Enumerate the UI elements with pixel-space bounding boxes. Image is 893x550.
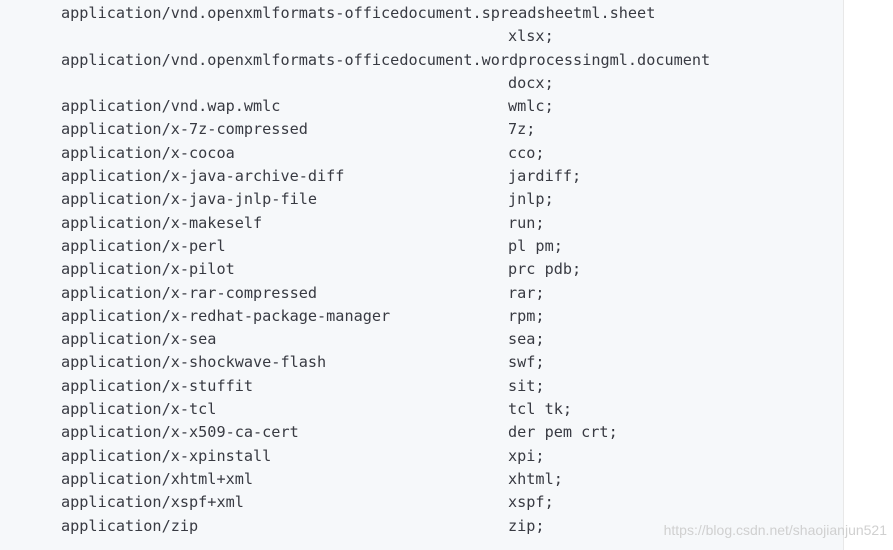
file-extensions: zip; [508,516,545,535]
mime-type: application/xhtml+xml [61,469,254,488]
file-extensions: der pem crt; [508,423,618,442]
file-extensions: rpm; [508,306,545,325]
file-extensions: sit; [508,376,545,395]
mime-type: application/vnd.openxmlformats-officedoc… [61,4,656,22]
mime-type: application/xspf+xml [61,493,244,512]
mime-type: application/x-java-jnlp-file [61,190,318,209]
mime-type: application/x-pilot [61,260,235,279]
file-extensions: pl pm; [508,236,563,255]
mime-type: application/x-sea [61,330,217,349]
file-extensions: docx; [508,73,554,92]
mime-type: application/zip [61,516,199,535]
file-extensions: prc pdb; [508,260,582,279]
file-extensions: tcl tk; [508,400,573,419]
file-extensions: xlsx; [508,27,554,46]
file-extensions: 7z; [508,120,536,139]
file-extensions: xspf; [508,493,554,512]
mime-type: application/x-redhat-package-manager [61,306,391,325]
mime-type: application/x-xpinstall [61,446,272,465]
file-extensions: jardiff; [508,167,582,186]
mime-type: application/x-x509-ca-cert [61,423,299,442]
mime-type: application/x-tcl [61,400,217,419]
mime-type: application/x-7z-compressed [61,120,308,139]
file-extensions: xhtml; [508,469,563,488]
page-side-rail [843,0,893,550]
mime-type: application/x-java-archive-diff [61,167,345,186]
file-extensions: cco; [508,143,545,162]
file-extensions: jnlp; [508,190,554,209]
file-extensions: rar; [508,283,545,302]
mime-type: application/x-stuffit [61,376,254,395]
mime-type: application/vnd.wap.wmlc [61,97,281,116]
file-extensions: swf; [508,353,545,372]
mime-type: application/x-cocoa [61,143,235,162]
mime-type: application/x-makeself [61,213,263,232]
mime-type: application/vnd.openxmlformats-officedoc… [61,50,711,69]
file-extensions: run; [508,213,545,232]
watermark-text: https://blog.csdn.net/shaojianjun521 [663,522,887,538]
file-extensions: xpi; [508,446,545,465]
mime-type: application/x-shockwave-flash [61,353,327,372]
mime-type: application/x-rar-compressed [61,283,318,302]
code-block: application/vnd.openxmlformats-officedoc… [61,4,711,535]
mime-type: application/x-perl [61,236,226,255]
file-extensions: wmlc; [508,97,554,116]
file-extensions: sea; [508,330,545,349]
